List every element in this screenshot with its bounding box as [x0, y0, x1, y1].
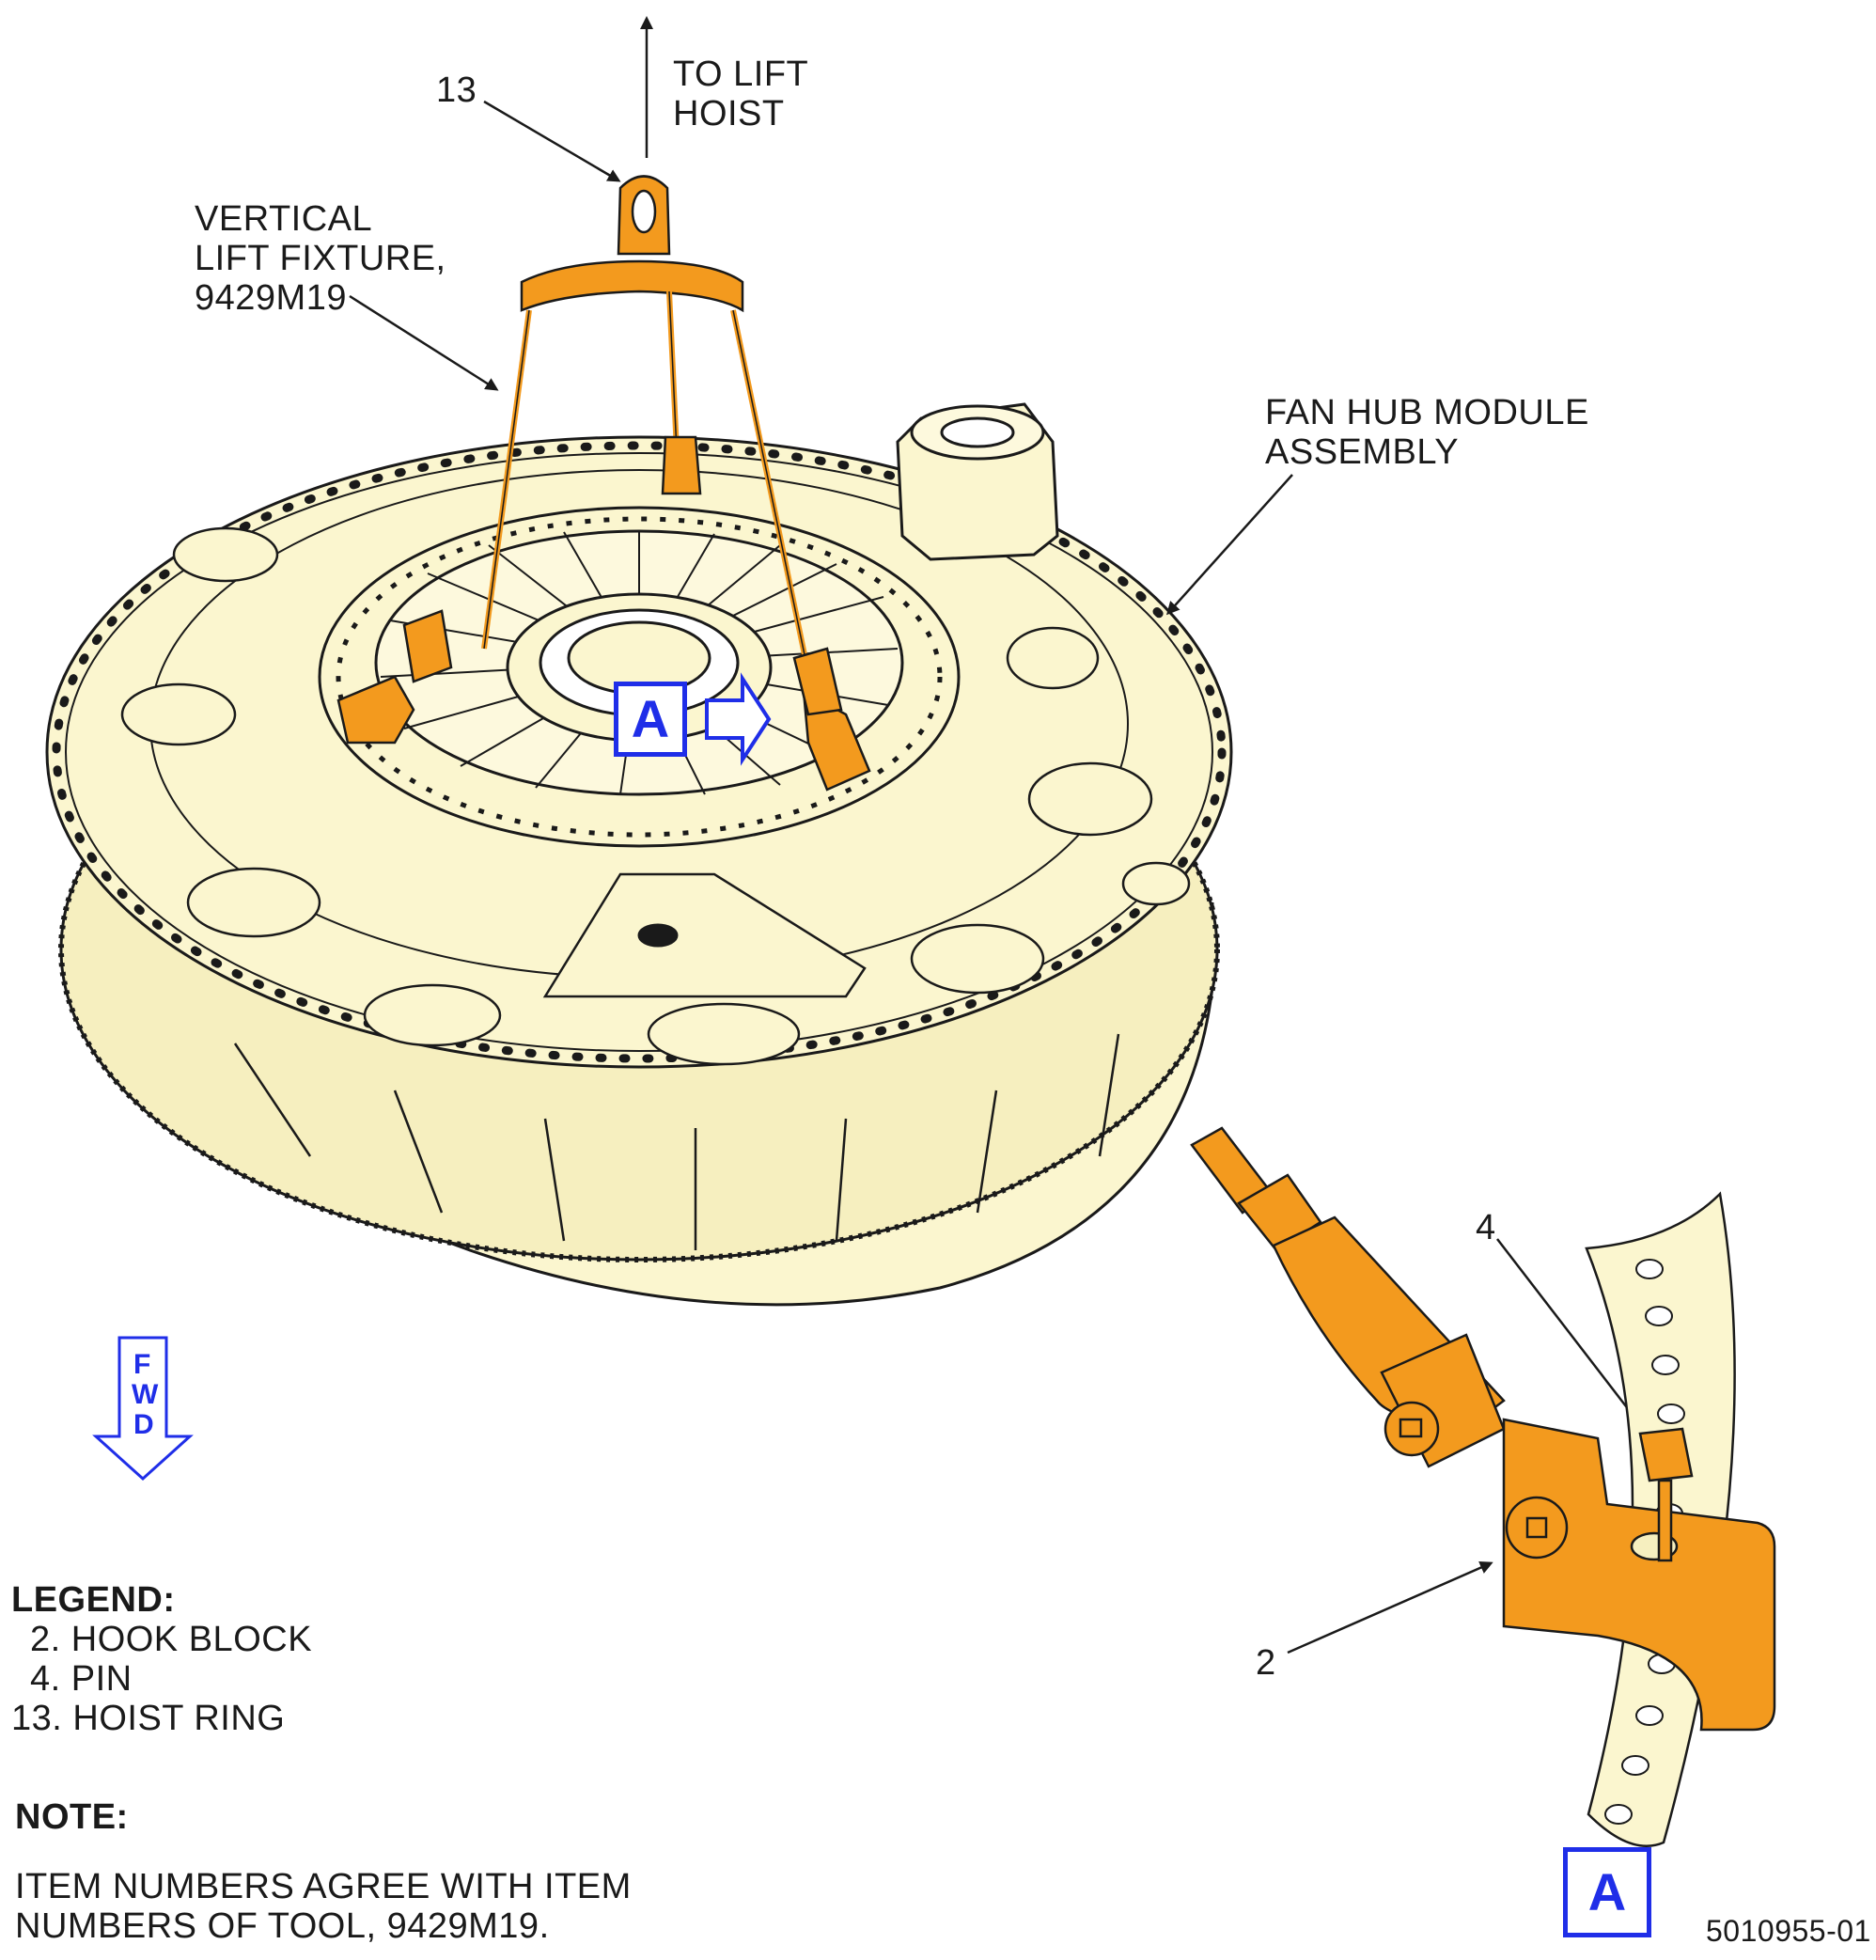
note-title: NOTE: [15, 1797, 129, 1837]
legend-item-pin: 4. PIN [30, 1659, 133, 1699]
leader-lines [349, 16, 1647, 1654]
hook-block-callout: 2 [1256, 1643, 1276, 1683]
fwd-letter-w: W [132, 1379, 159, 1410]
fwd-letter-d: D [133, 1409, 154, 1440]
note-line-2: NUMBERS OF TOOL, 9429M19. [15, 1906, 550, 1946]
figure-id: 5010955-01 [1706, 1914, 1871, 1948]
view-a-marker: A [614, 682, 687, 757]
fan-hub-label-2: ASSEMBLY [1265, 432, 1460, 472]
legend-title: LEGEND: [11, 1580, 176, 1620]
fan-hub-module-assembly [45, 402, 1233, 1307]
note-line-1: ITEM NUMBERS AGREE WITH ITEM [15, 1867, 632, 1906]
vertical-lift-fixture [336, 175, 871, 792]
legend-item-hoist-ring: 13. HOIST RING [11, 1699, 286, 1738]
lift-fixture-leader [349, 294, 499, 391]
legend-item-hook-block: 2. HOOK BLOCK [30, 1620, 313, 1659]
detail-a-label: A [1563, 1847, 1651, 1937]
vertical-lift-label-1: VERTICAL [195, 199, 373, 239]
to-lift-hoist-label-1: TO LIFT [673, 55, 809, 94]
detail-a-view [1190, 1126, 1776, 1847]
hook-block-leader [1287, 1561, 1493, 1654]
fwd-letter-f: F [133, 1349, 151, 1380]
pin-leader [1496, 1238, 1647, 1434]
vertical-lift-label-2: LIFT FIXTURE, [195, 239, 446, 278]
fan-hub-leader [1165, 474, 1293, 616]
view-direction-arrow [705, 672, 772, 766]
fan-hub-label-1: FAN HUB MODULE [1265, 393, 1589, 432]
hoist-ring-leader [483, 100, 621, 182]
to-lift-hoist-label-2: HOIST [673, 94, 785, 133]
vertical-lift-label-3: 9429M19 [195, 278, 347, 318]
hoist-ring-callout: 13 [436, 71, 477, 110]
fwd-arrow [92, 1336, 194, 1482]
pin-callout: 4 [1476, 1208, 1496, 1247]
